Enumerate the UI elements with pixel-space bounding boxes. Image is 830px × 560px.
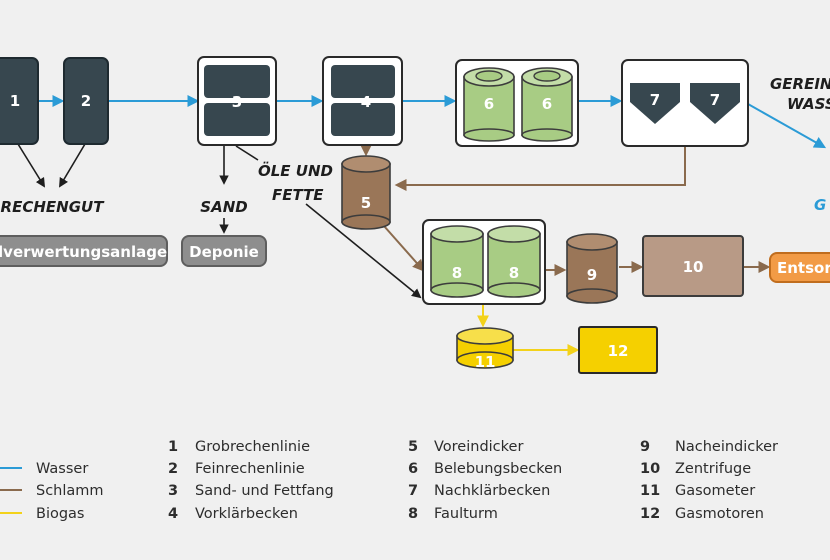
unit-4-number: 4 bbox=[361, 93, 371, 111]
sludge-return-7-5 bbox=[394, 146, 686, 191]
output-muellverwertung: llverwertungsanlage bbox=[0, 235, 168, 267]
legend-units-col1: 1 Grobrechenlinie 2 Feinrechenlinie 3 Sa… bbox=[168, 439, 334, 522]
caption-gereinigt-line1: GEREINIG bbox=[770, 75, 830, 93]
legend-label-3: Sand- und Fettfang bbox=[195, 483, 334, 499]
caption-oele-line1: ÖLE UND bbox=[258, 161, 333, 180]
sludge-arrow-5-8 bbox=[383, 225, 425, 272]
unit-6-belebungsbecken: 6 6 bbox=[455, 59, 579, 147]
unit-9-nacheindicker: 9 bbox=[566, 233, 618, 304]
legend-num-4: 4 bbox=[168, 506, 178, 522]
legend-label-12: Gasmotoren bbox=[675, 506, 764, 522]
legend-label-11: Gasometer bbox=[675, 483, 755, 499]
unit-5-voreindicker: 5 bbox=[341, 155, 391, 230]
legend-num-5: 5 bbox=[408, 439, 418, 455]
legend-num-6: 6 bbox=[408, 461, 418, 477]
legend-num-10: 10 bbox=[640, 461, 660, 477]
caption-oele-line2: FETTE bbox=[272, 186, 324, 204]
unit-8b-number: 8 bbox=[509, 264, 519, 282]
output-deponie-label: Deponie bbox=[189, 243, 259, 261]
unit-5-number: 5 bbox=[361, 194, 371, 212]
unit-7b-number: 7 bbox=[710, 91, 720, 109]
output-entsorgung: Entsorg bbox=[769, 252, 830, 283]
water-line bbox=[38, 95, 827, 149]
caption-gereinigt-line2: WASSE bbox=[787, 95, 830, 113]
legend-label-4: Vorklärbecken bbox=[195, 506, 298, 522]
unit-10-number: 10 bbox=[683, 258, 704, 276]
caption-sand: SAND bbox=[200, 198, 247, 216]
tank-6a: 6 bbox=[463, 67, 515, 142]
tank-8b: 8 bbox=[487, 225, 541, 298]
biogas-line bbox=[477, 304, 580, 356]
unit-12-gasmotoren: 12 bbox=[578, 326, 658, 374]
unit-4-vorklaerbecken: 4 bbox=[322, 56, 403, 146]
unit-11-gasometer: 11 bbox=[456, 327, 514, 371]
legend-units-col2: 5 Voreindicker 6 Belebungsbecken 7 Nachk… bbox=[408, 439, 562, 522]
output-muellverwertung-label: llverwertungsanlage bbox=[0, 243, 167, 261]
arrow-3-oele bbox=[235, 145, 259, 161]
legend-num-2: 2 bbox=[168, 461, 178, 477]
arrow-oele-8 bbox=[305, 203, 422, 299]
legend-line-biogas: Biogas bbox=[0, 506, 85, 522]
legend-num-7: 7 bbox=[408, 483, 418, 499]
unit-6b-number: 6 bbox=[542, 95, 552, 113]
unit-8-faulturm: 8 8 bbox=[422, 219, 546, 305]
unit-12-number: 12 bbox=[608, 342, 629, 360]
unit-3-sandfang: 3 bbox=[197, 56, 277, 146]
legend-label-10: Zentrifuge bbox=[675, 461, 751, 477]
legend-label-5: Voreindicker bbox=[434, 439, 523, 455]
legend-label-6: Belebungsbecken bbox=[434, 461, 562, 477]
water-arrow-7-out bbox=[747, 103, 827, 149]
legend-label-1: Grobrechenlinie bbox=[195, 439, 310, 455]
legend-num-1: 1 bbox=[168, 439, 178, 455]
unit-8a-number: 8 bbox=[452, 264, 462, 282]
tank-8a: 8 bbox=[430, 225, 484, 298]
legend-num-12: 12 bbox=[640, 506, 660, 522]
legend-label-8: Faulturm bbox=[434, 506, 498, 522]
legend-label-9: Nacheindicker bbox=[675, 439, 778, 455]
unit-3-number: 3 bbox=[232, 93, 242, 111]
arrow-2-rechengut bbox=[59, 143, 86, 188]
legend-label-7: Nachklärbecken bbox=[434, 483, 550, 499]
unit-9-number: 9 bbox=[587, 266, 597, 284]
caption-rechengut: RECHENGUT bbox=[1, 198, 106, 216]
output-entsorgung-label: Entsorg bbox=[777, 259, 830, 277]
legend-label-2: Feinrechenlinie bbox=[195, 461, 305, 477]
unit-11-number: 11 bbox=[475, 353, 496, 371]
output-deponie: Deponie bbox=[181, 235, 267, 267]
unit-1-number: 1 bbox=[10, 92, 20, 110]
unit-7a-number: 7 bbox=[650, 91, 660, 109]
unit-10-zentrifuge: 10 bbox=[642, 235, 744, 297]
tank-6b: 6 bbox=[521, 67, 573, 142]
pointer-arrows bbox=[17, 142, 422, 299]
legend-lines: Wasser Schlamm Biogas bbox=[0, 461, 104, 522]
unit-1-grobrechen: 1 bbox=[0, 57, 39, 145]
legend-line-water-label: Wasser bbox=[36, 461, 88, 477]
unit-7-nachklaerbecken: 7 7 bbox=[621, 59, 749, 147]
legend-num-3: 3 bbox=[168, 483, 178, 499]
unit-2-feinrechen: 2 bbox=[63, 57, 109, 145]
caption-g-fragment: G bbox=[814, 196, 826, 214]
unit-2-number: 2 bbox=[81, 92, 91, 110]
legend-num-9: 9 bbox=[640, 439, 650, 455]
legend-units-col3: 9 Nacheindicker 10 Zentrifuge 11 Gasomet… bbox=[640, 439, 778, 522]
arrow-1-rechengut bbox=[17, 143, 46, 188]
legend-line-sludge: Schlamm bbox=[0, 483, 104, 499]
unit-6a-number: 6 bbox=[484, 95, 494, 113]
legend-line-water: Wasser bbox=[0, 461, 88, 477]
legend-line-sludge-label: Schlamm bbox=[36, 483, 104, 499]
legend-num-11: 11 bbox=[640, 483, 660, 499]
legend-num-8: 8 bbox=[408, 506, 418, 522]
legend-line-biogas-label: Biogas bbox=[36, 506, 85, 522]
sludge-line bbox=[360, 141, 771, 276]
